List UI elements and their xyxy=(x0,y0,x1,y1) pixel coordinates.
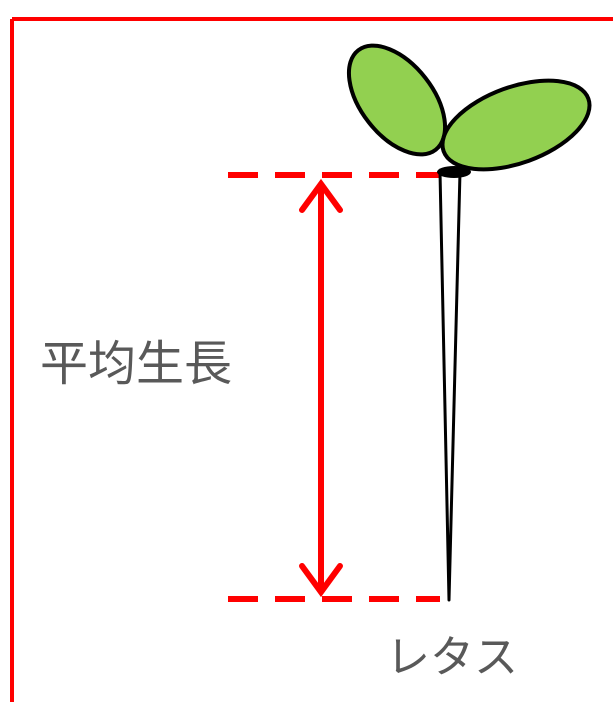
seedling-icon xyxy=(346,43,592,602)
frame xyxy=(10,17,613,702)
right-leaf xyxy=(440,78,592,172)
arrow-head-down xyxy=(299,563,343,598)
growth-label: 平均生長 xyxy=(40,336,233,392)
growth-measurement xyxy=(228,172,440,602)
leaf-node xyxy=(437,166,471,178)
lettuce-label: レタス xyxy=(386,632,518,683)
stem xyxy=(438,170,462,602)
arrow-head-up xyxy=(299,178,343,213)
left-leaf xyxy=(346,43,448,157)
